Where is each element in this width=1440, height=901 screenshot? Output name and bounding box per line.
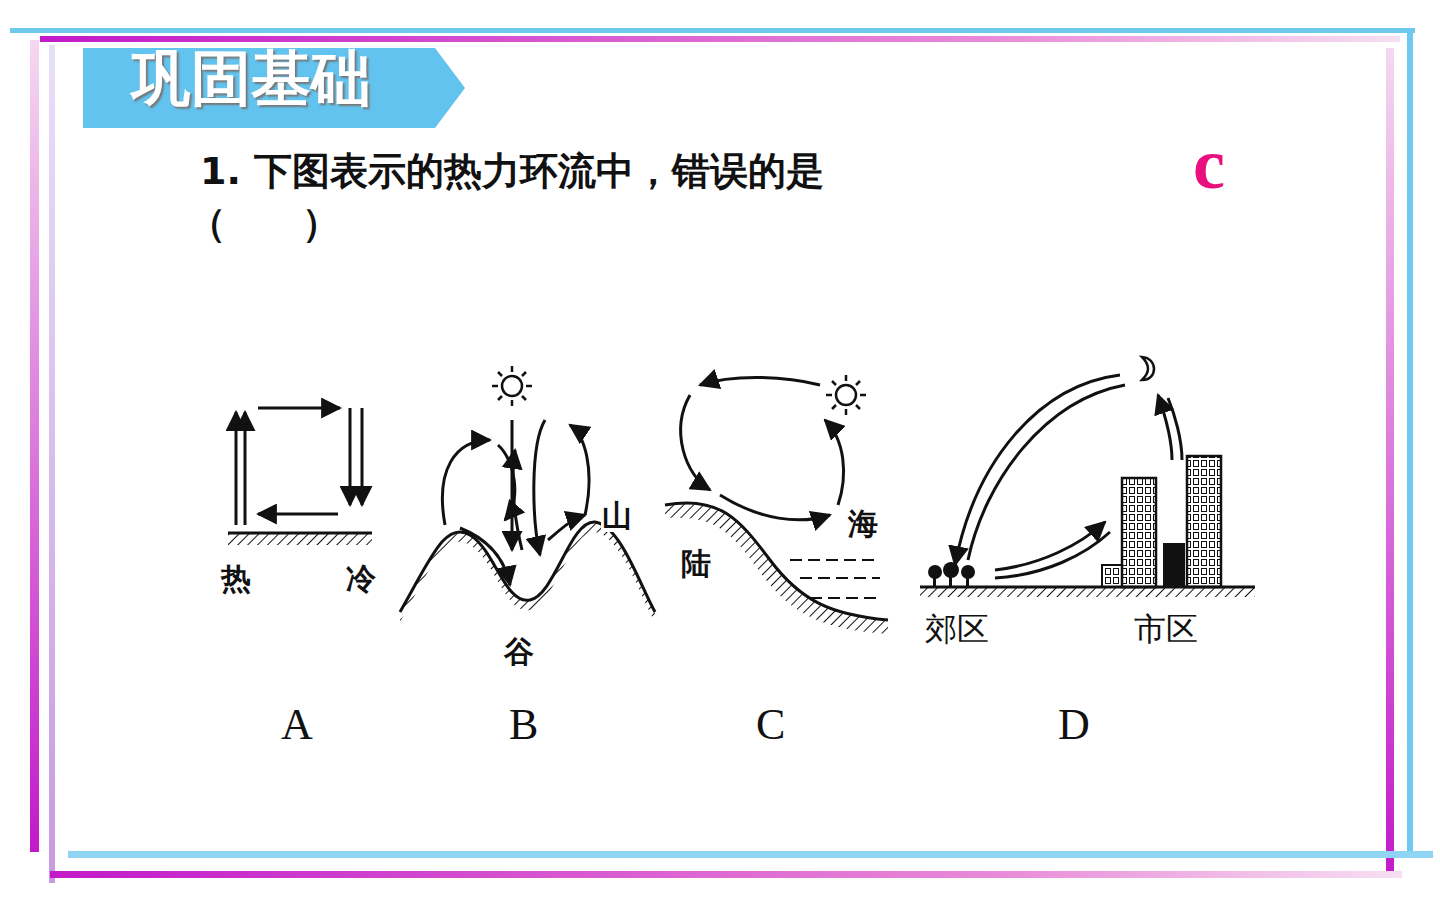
- mountain-label: 山: [601, 500, 633, 532]
- hot-label: 热: [220, 563, 252, 595]
- question-text: 1. 下图表示的热力环流中，错误的是: [200, 152, 824, 190]
- cold-label: 冷: [345, 563, 377, 595]
- land-label: 陆: [680, 548, 712, 580]
- banner-title: 巩固基础: [83, 48, 465, 108]
- option-letter: A: [280, 702, 314, 748]
- suburb-label: 郊区: [924, 612, 990, 646]
- valley-label: 谷: [503, 636, 535, 668]
- answer-blank: （ ）: [188, 204, 340, 242]
- option-letter: B: [508, 702, 539, 748]
- sea-label: 海: [847, 508, 879, 540]
- banner-arrow: 巩固基础: [83, 48, 465, 128]
- answer-mark: c: [1193, 128, 1225, 200]
- city-label: 市区: [1133, 612, 1199, 646]
- option-letter: C: [755, 702, 786, 748]
- option-letter: D: [1057, 702, 1091, 748]
